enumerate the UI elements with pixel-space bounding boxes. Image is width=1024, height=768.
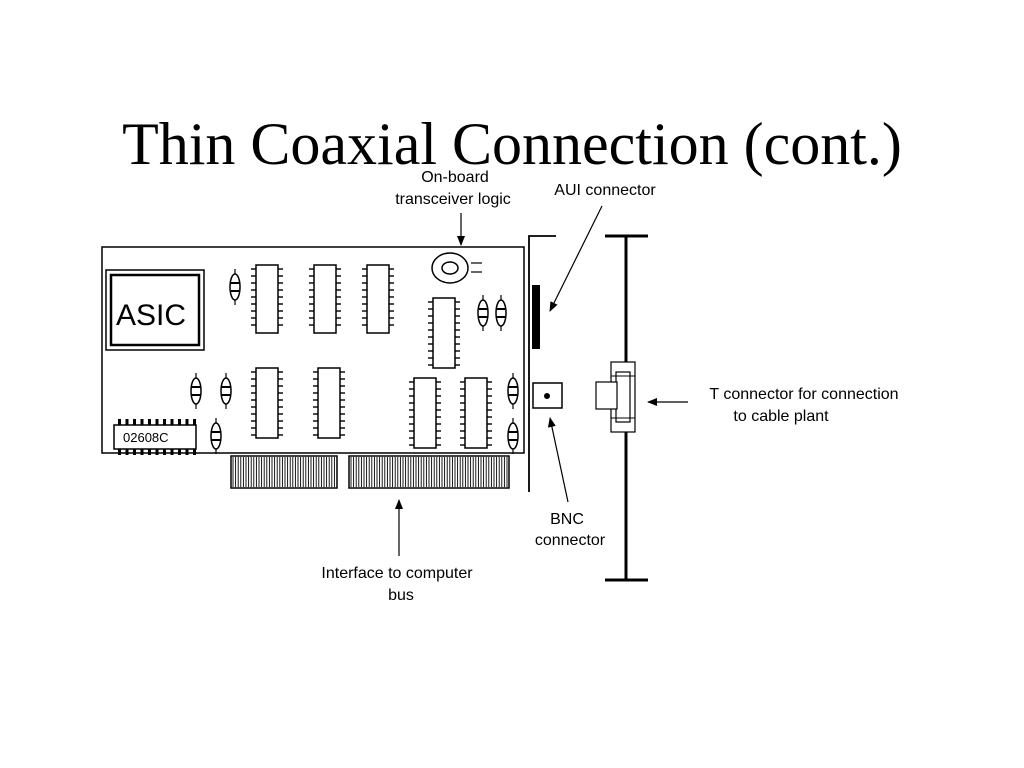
dip-chip <box>362 264 394 334</box>
small-chip: 02608C <box>113 419 197 455</box>
capacitor <box>210 418 222 454</box>
capacitor <box>229 269 241 305</box>
asic-chip: ASIC <box>105 269 205 351</box>
capacitor <box>477 295 489 331</box>
bus-edge-connector <box>230 455 510 489</box>
dip-chip <box>251 264 283 334</box>
capacitor <box>507 418 519 454</box>
chip-code-label: 02608C <box>123 430 169 445</box>
t-connector-label-line-1: T connector for connection <box>709 386 898 403</box>
bus-interface-label: Interface to computer bus <box>321 565 473 604</box>
t-connector-label-line-2: to cable plant <box>733 408 829 425</box>
bnc-label-line-2: connector <box>535 532 606 549</box>
bnc-connector <box>532 382 563 409</box>
bus-interface-label-line-2: bus <box>388 587 414 604</box>
aui-connector <box>532 285 540 349</box>
dip-chip <box>313 367 345 439</box>
bnc-label-line-1: BNC <box>550 511 584 528</box>
bus-interface-label-line-1: Interface to computer <box>321 565 473 582</box>
capacitor <box>190 373 202 409</box>
dip-chip <box>251 367 283 439</box>
capacitor <box>507 373 519 409</box>
asic-label: ASIC <box>116 299 186 332</box>
aui-label: AUI connector <box>554 182 656 199</box>
aui-label-line-1: AUI connector <box>554 182 656 199</box>
transceiver-label: On-board transceiver logic <box>395 169 511 208</box>
transceiver-label-line-1: On-board <box>421 169 489 186</box>
slide-title: Thin Coaxial Connection (cont.) <box>122 111 902 177</box>
dip-chips <box>251 264 492 449</box>
dip-chip <box>309 264 341 334</box>
bnc-label: BNC connector <box>535 511 606 549</box>
bnc-arrow <box>547 417 569 503</box>
capacitor <box>495 295 507 331</box>
dip-chip <box>460 377 492 449</box>
dip-chip <box>409 377 441 449</box>
t-connector <box>595 361 636 433</box>
aui-arrow <box>549 205 603 312</box>
dip-chip <box>428 297 460 369</box>
capacitor <box>220 373 232 409</box>
t-connector-label: T connector for connection to cable plan… <box>709 386 898 425</box>
capacitors <box>190 269 519 454</box>
mounting-bracket <box>528 235 556 492</box>
transceiver-logic <box>431 252 482 284</box>
transceiver-label-line-2: transceiver logic <box>395 191 511 208</box>
